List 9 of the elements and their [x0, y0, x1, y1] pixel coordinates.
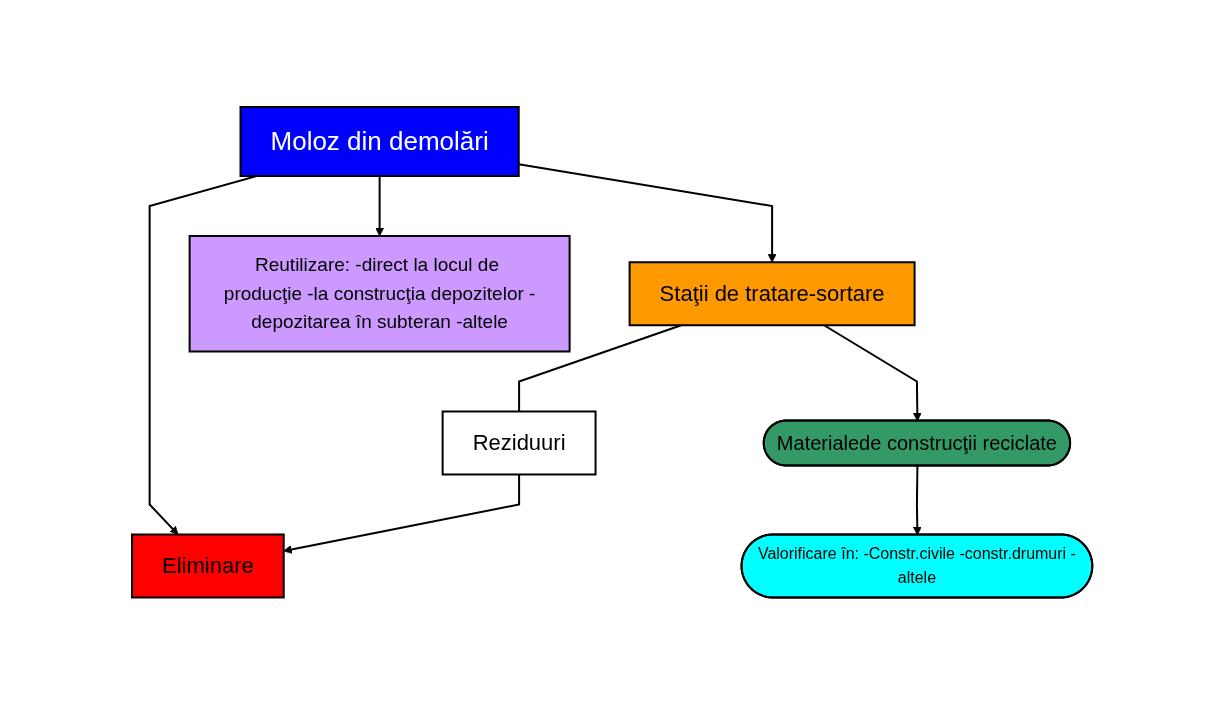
- arrow: [913, 465, 923, 536]
- node-box: Reutilizare: -direct la locul de producţie -la construcţia depozitelor -depozitarea în subteran -altele: [189, 235, 571, 353]
- arrow: [823, 324, 923, 422]
- node-box: Moloz din demolări: [239, 106, 521, 178]
- node-box: Reziduuri: [442, 410, 597, 476]
- node-box: Eliminare: [131, 533, 286, 599]
- arrow: [375, 175, 385, 237]
- node-box: Staţii de tratare-sortare: [628, 261, 916, 327]
- connector: [518, 324, 683, 413]
